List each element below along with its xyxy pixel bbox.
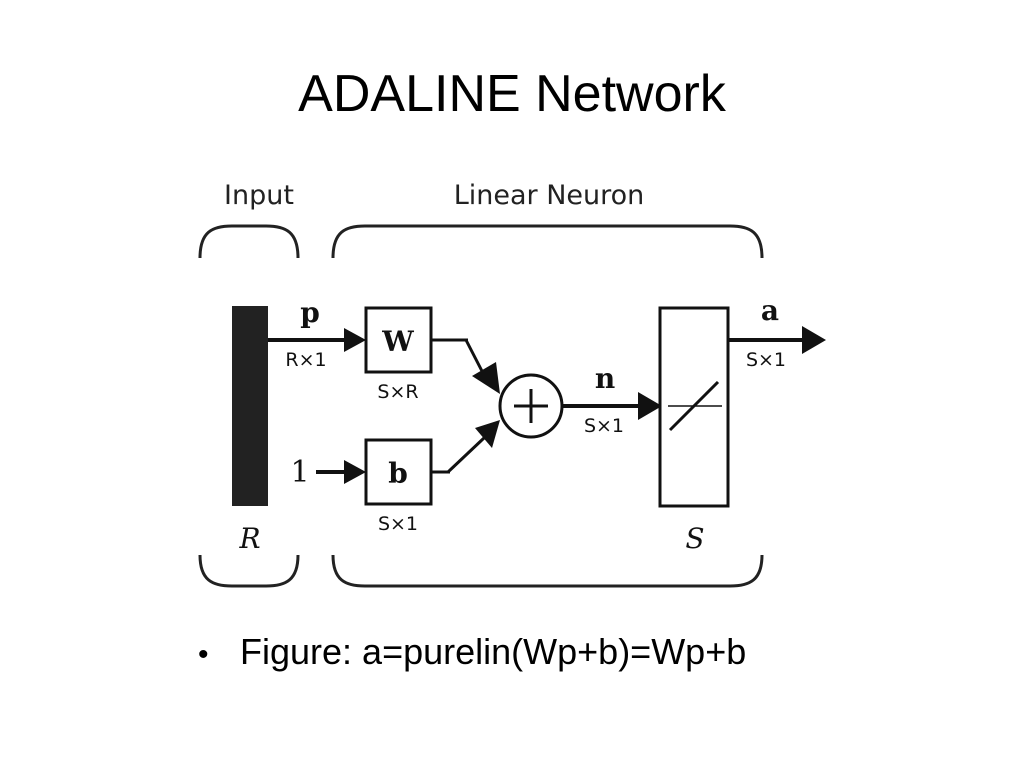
weight-box — [364, 306, 433, 374]
bias-to-sum-diag — [446, 436, 486, 474]
slide-title: ADALINE Network — [298, 65, 726, 123]
neuron-bottom-brace — [331, 554, 764, 588]
weight-dim-label: S×R — [377, 381, 418, 403]
output-label: a — [761, 294, 779, 327]
bullet-item: • Figure: a=purelin(Wp+b)=Wp+b — [198, 628, 746, 679]
bullet-text: Figure: a=purelin(Wp+b)=Wp+b — [240, 631, 747, 672]
bias-input-label: 1 — [290, 455, 309, 490]
net-arrow-head — [638, 392, 662, 420]
net-dim-label: S×1 — [584, 415, 624, 437]
bias-arrow-head — [344, 460, 366, 484]
bullet-icon: • — [198, 638, 209, 671]
input-vector-label: p — [300, 296, 320, 329]
input-bottom-brace — [198, 554, 300, 588]
input-size-label: R — [238, 522, 260, 555]
weight-to-sum-head — [472, 362, 500, 394]
output-arrow-head — [802, 326, 826, 354]
bias-to-sum-head — [475, 420, 500, 448]
p-arrow-head — [344, 328, 366, 352]
neuron-top-brace — [331, 224, 764, 259]
bias-box — [364, 438, 433, 506]
layer-size-label: S — [685, 522, 704, 555]
bias-dim-label: S×1 — [378, 513, 418, 535]
input-top-brace — [198, 224, 300, 259]
input-dim-label: R×1 — [285, 349, 326, 371]
input-vector-bar — [232, 306, 268, 506]
neuron-group-label: Linear Neuron — [454, 180, 645, 211]
weight-to-sum-diag — [464, 339, 486, 376]
weight-label: W — [381, 325, 414, 358]
output-dim-label: S×1 — [746, 349, 786, 371]
net-label: n — [595, 362, 615, 395]
bias-label: b — [388, 457, 408, 490]
purelin-linear-icon — [668, 380, 720, 432]
input-group-label: Input — [224, 180, 294, 211]
